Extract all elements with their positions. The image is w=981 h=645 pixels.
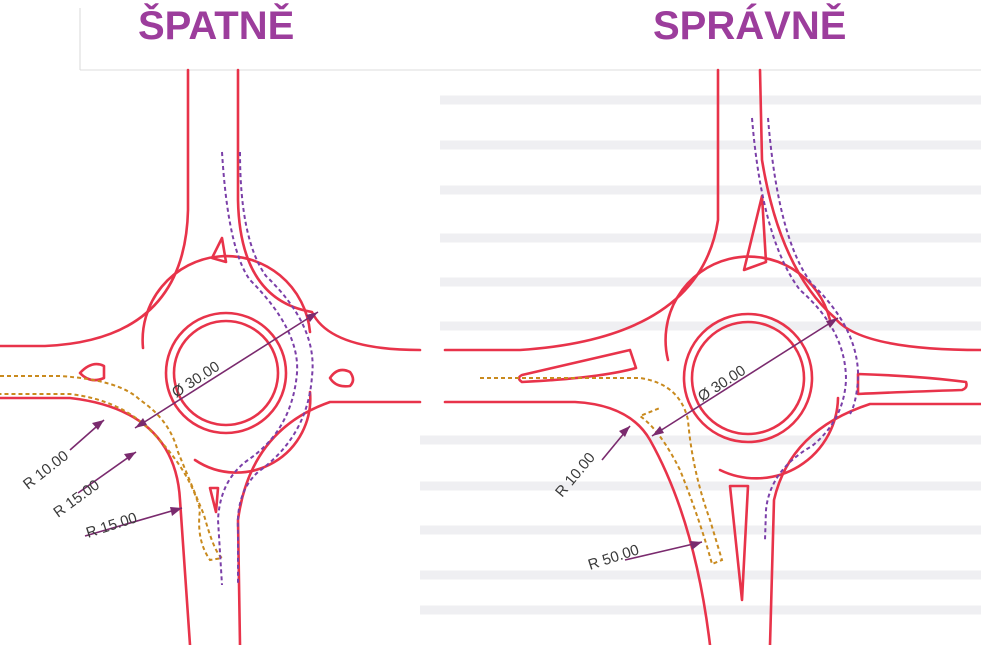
central-island-outer: [164, 311, 288, 435]
road-edge-ul-r: [443, 68, 720, 352]
road-edge-ll-r: [443, 400, 712, 645]
label-r2-right: R 50.00: [586, 541, 641, 573]
lane-path-right-2: [767, 117, 860, 415]
label-r1-wrong: R 10.00: [20, 447, 72, 493]
splitter-island-right-r: [856, 372, 968, 396]
vehicle-path-wrong: [0, 375, 225, 562]
dim-line-diameter-wrong: [134, 311, 319, 429]
arrowhead: [92, 420, 104, 430]
road-edge-ur-r: [758, 68, 981, 352]
splitter-islands-right: [517, 194, 968, 602]
splitter-island-top: [210, 236, 228, 264]
arrowhead: [619, 426, 630, 437]
road-edges-right: [443, 68, 981, 645]
vehicle-path-right: [480, 377, 724, 566]
label-diameter-wrong: Ø 30.00: [169, 358, 223, 401]
road-edge-ul: [0, 68, 190, 348]
label-r2-wrong: R 15.00: [50, 477, 103, 522]
dim-line-r2-wrong: [77, 451, 137, 494]
roundabout-wrong: Ø 30.00 R 10.00 R 15.00 R 15.00: [0, 68, 422, 645]
background-bleed-lines: [420, 95, 981, 615]
central-island-outer-r: [682, 312, 814, 444]
roundabout-right: Ø 30.00 R 10.00 R 50.00: [443, 68, 981, 645]
central-island-inner-r: [690, 320, 806, 436]
splitter-island-bottom: [208, 486, 220, 514]
lane-path-wrong: [216, 151, 299, 586]
arrowhead: [124, 452, 136, 461]
arrowhead: [135, 418, 147, 428]
road-edge-lr: [236, 400, 422, 645]
road-edge-lr-r: [768, 402, 981, 645]
splitter-island-left-r: [517, 348, 638, 384]
ring-outer-top-r: [664, 255, 832, 362]
arrowhead: [690, 541, 702, 550]
ring-outer-bottom-r: [718, 396, 840, 480]
label-diameter-right: Ø 30.00: [695, 362, 749, 405]
arrowhead: [170, 507, 182, 516]
arrowhead: [652, 426, 664, 436]
label-r3-wrong: R 15.00: [84, 509, 139, 541]
lane-path-wrong-2: [236, 151, 314, 585]
ring-outer-top: [141, 254, 312, 350]
dim-line-r3-wrong: [84, 507, 183, 537]
dim-line-diameter-right: [651, 317, 839, 437]
arrowhead: [306, 312, 318, 322]
label-r1-right: R 10.00: [552, 449, 599, 500]
splitter-island-bottom-r: [728, 484, 750, 602]
ring-outer-bottom: [193, 390, 312, 474]
central-island-inner: [172, 319, 280, 427]
heading-right: SPRÁVNĚ: [653, 4, 847, 48]
splitter-island-top-r: [742, 194, 768, 272]
heading-wrong: ŠPATNĚ: [138, 4, 295, 48]
dimension-lines-right: [601, 317, 839, 561]
road-edge-ur: [236, 68, 422, 352]
lane-path-right: [751, 117, 848, 541]
dim-line-r2-right: [624, 541, 703, 561]
dimension-lines-wrong: [69, 311, 319, 537]
splitter-island-left: [78, 362, 106, 382]
arrowhead: [826, 318, 838, 328]
splitter-island-right: [328, 368, 355, 388]
